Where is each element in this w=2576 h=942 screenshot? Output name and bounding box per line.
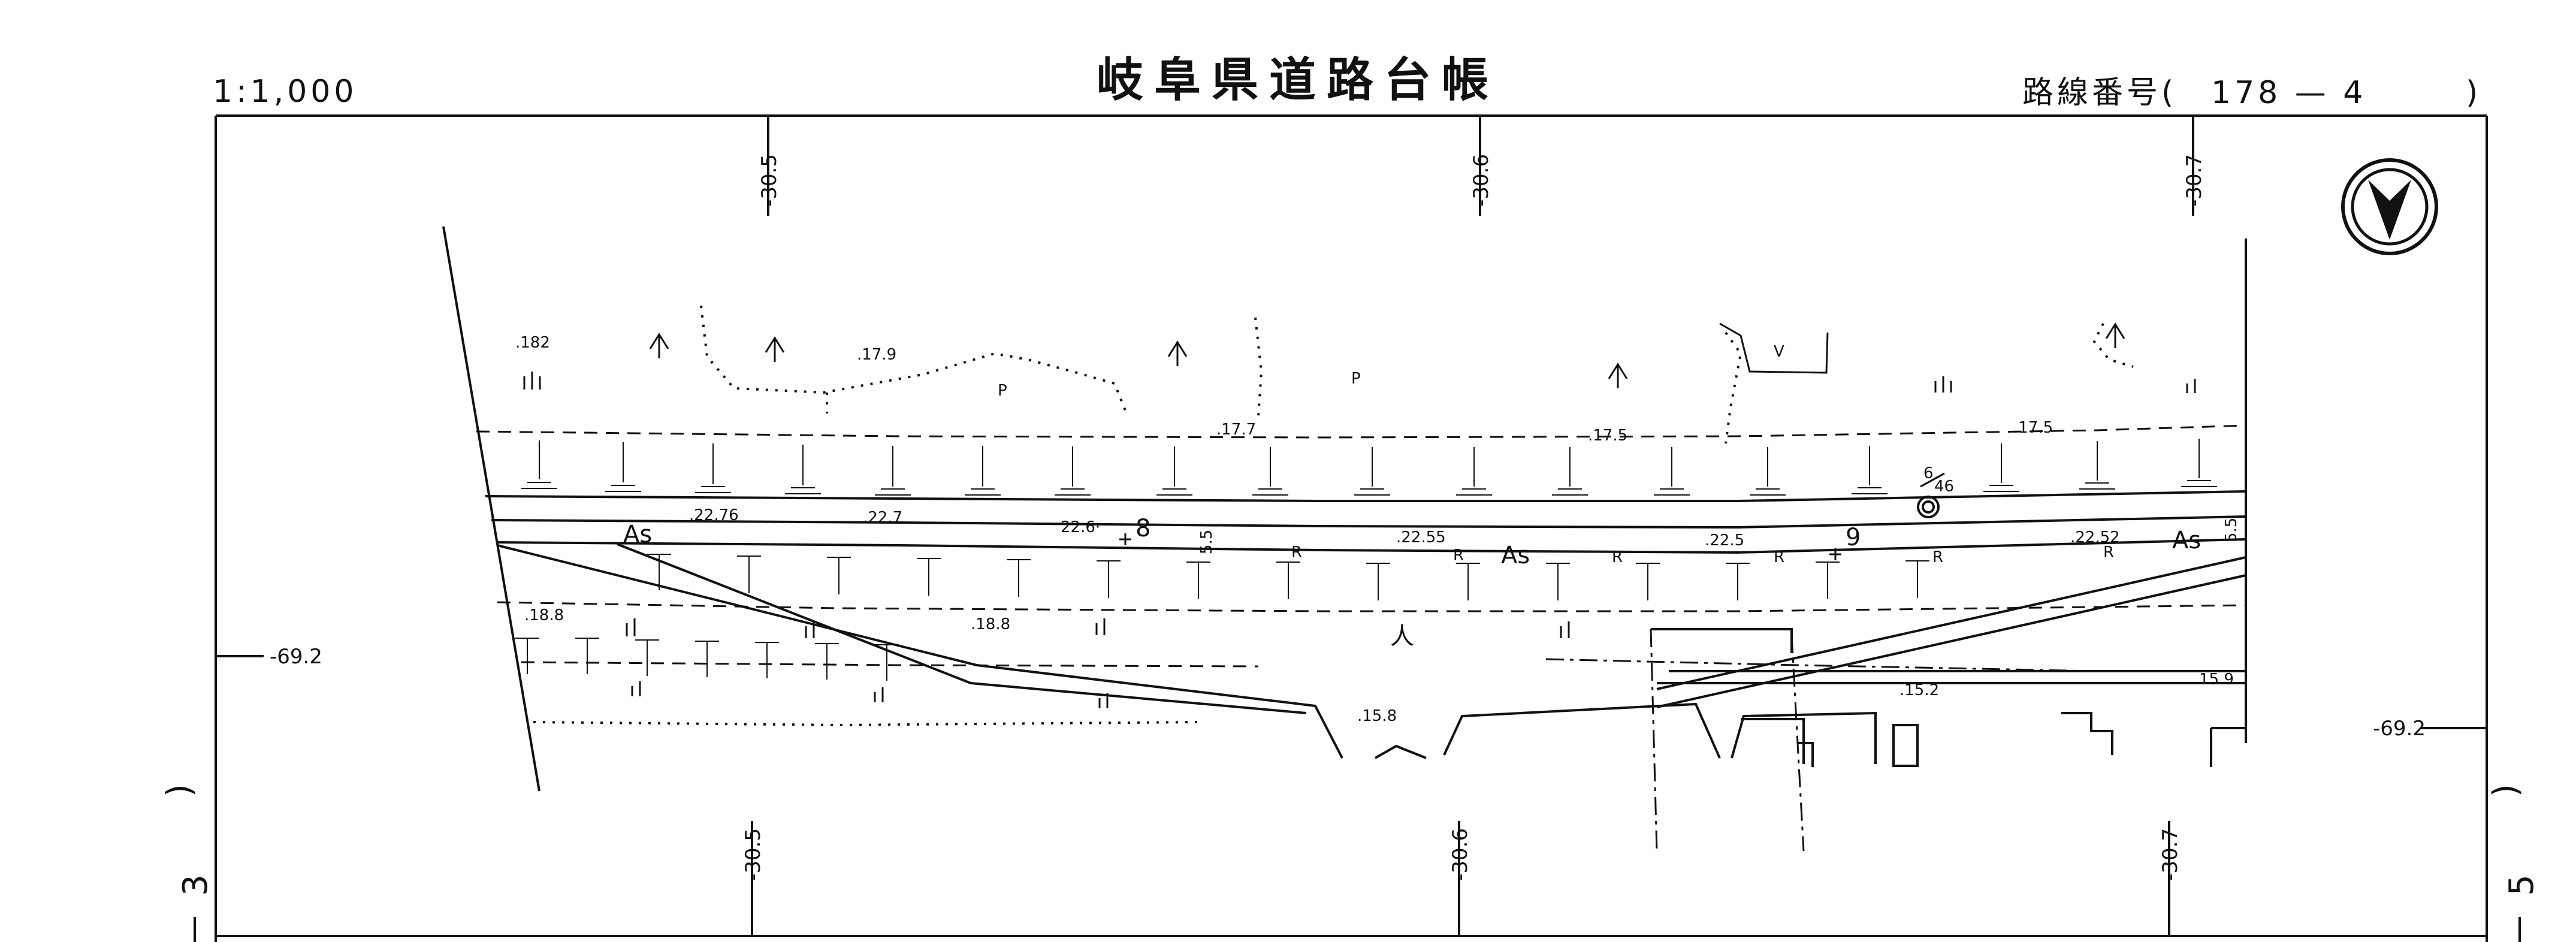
vegetation-symbols bbox=[523, 322, 2196, 708]
map-frame bbox=[215, 114, 2488, 942]
elevation-label: .22.5 bbox=[1705, 532, 1744, 550]
buildings bbox=[1375, 628, 2246, 767]
kilometer-post-label: 9 bbox=[1846, 524, 1861, 551]
grid-label-right: -69.2 bbox=[2373, 717, 2426, 741]
grid-ticks bbox=[216, 116, 2487, 936]
elevation-label: .17.9 bbox=[857, 346, 896, 364]
elevation-label: .18.8 bbox=[524, 606, 564, 624]
kilometer-post-label: 8 bbox=[1136, 515, 1150, 542]
road-width-label: 5.5 bbox=[1198, 530, 1216, 554]
adjacent-sheet-right-paren: ) bbox=[2486, 784, 2525, 797]
elevation-label: .182 bbox=[515, 334, 550, 352]
station-number-bottom: 46 bbox=[1934, 478, 1954, 496]
road-marking-label: R bbox=[1774, 548, 1784, 566]
triangulation-point-icon bbox=[1917, 496, 1940, 518]
slope-hatching bbox=[515, 439, 2217, 681]
elevation-label: .22.7 bbox=[863, 509, 902, 527]
grid-label-bottom-3: -30.7 bbox=[2158, 828, 2182, 881]
pavement-label: As bbox=[623, 521, 652, 548]
adjacent-sheet-right-number: 5 bbox=[2502, 874, 2541, 896]
pavement-label: As bbox=[2172, 527, 2201, 554]
parcel-boundaries bbox=[1545, 629, 2098, 852]
station-number-divider bbox=[1920, 472, 1945, 488]
land-use-symbol: P bbox=[1351, 370, 1361, 388]
elevation-label: .17.5 bbox=[2013, 419, 2053, 437]
elevation-label: .17.5 bbox=[1588, 427, 1627, 445]
road-edge-lines bbox=[476, 424, 2246, 668]
land-use-symbol: V bbox=[1774, 343, 1784, 361]
elevation-label: .15.8 bbox=[1357, 707, 1397, 725]
grid-label-bottom-2: -30.6 bbox=[1448, 828, 1472, 881]
route-number-value: 178 — 4 bbox=[2211, 75, 2366, 111]
route-number-close: ) bbox=[2466, 75, 2481, 111]
pavement-label: As bbox=[1501, 542, 1530, 569]
elevation-label: .15.2 bbox=[1899, 681, 1939, 699]
road-marking-label: R bbox=[1291, 544, 1302, 561]
elevation-label: 15.9. bbox=[2199, 671, 2239, 689]
road-solid-lines bbox=[485, 490, 2246, 759]
road-marking-label: R bbox=[1612, 548, 1623, 566]
adjacent-sheet-left-number: 3 bbox=[176, 874, 215, 896]
elevation-label: .22.55 bbox=[1396, 529, 1446, 547]
elevation-label: .22.76 bbox=[689, 506, 739, 524]
grid-label-top-2: -30.6 bbox=[1469, 154, 1493, 207]
elevation-label: 22.6· bbox=[1061, 518, 1100, 536]
road-width-label: 5.5 bbox=[2222, 518, 2240, 542]
road-marking-label: R bbox=[1932, 548, 1943, 566]
field-boundaries bbox=[700, 305, 2134, 444]
land-use-symbol: P bbox=[998, 382, 1007, 400]
adjacent-sheet-left-paren: ) bbox=[160, 784, 199, 797]
elevation-label: .18.8 bbox=[971, 615, 1010, 633]
elevation-label: .17.7 bbox=[1216, 421, 1256, 439]
road-marking-label: R bbox=[2103, 544, 2114, 561]
scale-label: 1:1,000 bbox=[213, 74, 357, 110]
fence-lines bbox=[1719, 322, 1829, 374]
grid-label-bottom-1: -30.5 bbox=[741, 828, 765, 881]
station-number-top: 6 bbox=[1923, 464, 1934, 482]
grid-label-top-3: -30.7 bbox=[2182, 154, 2206, 207]
road-marking-label: R bbox=[1453, 547, 1464, 564]
route-number-label: 路線番号( bbox=[2022, 75, 2177, 111]
map-title: 岐阜県道路台帳 bbox=[1097, 53, 1499, 107]
lower-boundary bbox=[533, 721, 1199, 727]
north-arrow-icon bbox=[2341, 158, 2438, 255]
land-use-symbol: 人 bbox=[1390, 623, 1414, 650]
sheet-cut-lines bbox=[442, 226, 2247, 792]
cross-marker-icon bbox=[1119, 533, 1841, 560]
elevation-label: .22.52 bbox=[2070, 529, 2120, 547]
grid-label-top-1: -30.5 bbox=[757, 154, 781, 207]
grid-label-left: -69.2 bbox=[270, 645, 322, 669]
